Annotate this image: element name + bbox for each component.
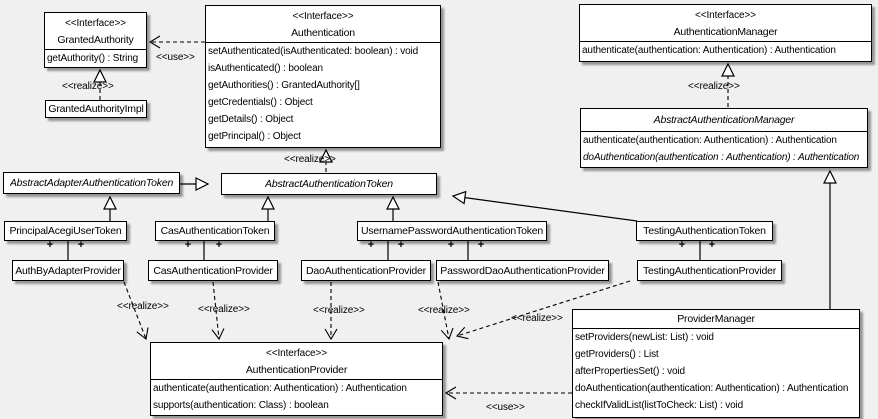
class-box-cas-authentication-provider: CasAuthenticationProvider [148, 260, 278, 281]
compartment-divider [45, 49, 146, 50]
class-name: AuthByAdapterProvider [15, 264, 121, 277]
method-label: authenticate(authentication: Authenticat… [583, 135, 837, 146]
class-name: Authentication [291, 27, 355, 39]
association-end-plus: + [708, 239, 716, 251]
method-label: getProviders() : List [575, 349, 659, 360]
edge-realize-authbyadapterprovider [123, 281, 149, 340]
stereotype-label: <<Interface>> [695, 10, 756, 21]
class-box-authentication-provider: <<Interface>> AuthenticationProvider aut… [150, 342, 443, 416]
use-stereotype-label: <<use>> [486, 402, 525, 413]
class-name: AbstractAdapterAuthenticationToken [9, 177, 174, 189]
edge-generalization-testingtoken-to-abstracttoken [451, 190, 638, 222]
class-name: TestingAuthenticationProvider [642, 264, 777, 277]
method-label: setProviders(newList: List) : void [575, 332, 714, 343]
method-label: doAuthentication(authentication: Authent… [575, 383, 849, 394]
realize-stereotype-label: <<realize>> [511, 313, 563, 324]
realize-stereotype-label: <<realize>> [688, 81, 740, 92]
method-label: checkIfValidList(listToCheck: List) : vo… [575, 400, 744, 411]
class-name: TestingAuthenticationToken [643, 225, 766, 237]
class-box-dao-authentication-provider: DaoAuthenticationProvider [301, 260, 431, 281]
association-end-plus: + [77, 239, 85, 251]
compartment-divider [151, 379, 442, 380]
method-label: getPrincipal() : Object [208, 131, 301, 142]
method-label: supports(authentication: Class) : boolea… [153, 400, 329, 411]
method-label: doAuthentication(authentication : Authen… [583, 152, 860, 163]
compartment-divider [573, 328, 859, 329]
method-label: getAuthority() : String [47, 53, 139, 64]
class-box-testing-authentication-provider: TestingAuthenticationProvider [637, 260, 782, 281]
class-box-abstract-adapter-authentication-token: AbstractAdapterAuthenticationToken [3, 172, 180, 194]
association-end-plus: + [397, 239, 405, 251]
class-name: UsernamePasswordAuthenticationToken [360, 225, 544, 237]
compartment-divider [581, 131, 867, 132]
class-box-authentication-manager: <<Interface>> AuthenticationManager auth… [579, 4, 872, 62]
compartment-divider [206, 42, 440, 43]
class-name: CasAuthenticationToken [160, 225, 270, 237]
class-box-abstract-authentication-token: AbstractAuthenticationToken [221, 173, 437, 195]
realize-stereotype-label: <<realize>> [62, 81, 114, 92]
class-box-auth-by-adapter-provider: AuthByAdapterProvider [12, 260, 124, 281]
class-box-password-dao-authentication-provider: PasswordDaoAuthenticationProvider [436, 260, 609, 281]
class-name: DaoAuthenticationProvider [306, 264, 426, 277]
stereotype-label: <<Interface>> [292, 11, 354, 22]
realize-stereotype-label: <<realize>> [418, 305, 470, 316]
class-name: GrantedAuthority [57, 34, 134, 46]
class-name: ProviderManager [677, 313, 755, 325]
class-box-abstract-authentication-manager: AbstractAuthenticationManager authentica… [580, 108, 868, 168]
association-end-plus: + [215, 239, 223, 251]
method-label: setAuthenticated(isAuthenticated: boolea… [208, 46, 419, 57]
class-name: AbstractAuthenticationManager [653, 114, 795, 126]
edge-realize-testingprovider [455, 280, 631, 340]
class-box-authentication: <<Interface>> Authentication setAuthenti… [205, 5, 441, 148]
class-name: AuthenticationProvider [245, 364, 348, 376]
class-box-provider-manager: ProviderManager setProviders(newList: Li… [572, 309, 860, 418]
association-end-plus: + [678, 239, 686, 251]
class-box-username-password-authentication-token: UsernamePasswordAuthenticationToken [357, 221, 547, 241]
class-box-granted-authority-impl: GrantedAuthorityImpl [45, 100, 147, 118]
class-name: PrincipalAcegiUserToken [9, 225, 122, 237]
compartment-divider [580, 41, 871, 42]
method-label: getDetails() : Object [208, 114, 294, 125]
class-box-granted-authority: <<Interface>> GrantedAuthority getAuthor… [44, 12, 147, 68]
class-name: CasAuthenticationProvider [153, 264, 273, 277]
realize-stereotype-label: <<realize>> [117, 301, 169, 312]
association-end-plus: + [447, 239, 455, 251]
edge-realize-casprovider [211, 281, 225, 341]
realize-stereotype-label: <<realize>> [313, 305, 365, 316]
class-box-cas-authentication-token: CasAuthenticationToken [155, 221, 275, 241]
method-label: isAuthenticated() : boolean [208, 63, 323, 74]
method-label: getCredentials() : Object [208, 97, 313, 108]
method-label: authenticate(authentication: Authenticat… [582, 45, 836, 56]
association-end-plus: + [184, 239, 192, 251]
stereotype-label: <<Interface>> [65, 18, 126, 29]
association-end-plus: + [367, 239, 375, 251]
class-name: PasswordDaoAuthenticationProvider [440, 264, 605, 277]
association-end-plus: + [46, 239, 54, 251]
realize-stereotype-label: <<realize>> [198, 304, 250, 315]
realize-stereotype-label: <<realize>> [284, 154, 336, 165]
method-label: authenticate(authentication: Authenticat… [153, 383, 407, 394]
class-box-principal-acegi-user-token: PrincipalAcegiUserToken [4, 221, 127, 241]
edge-realize-passworddaoprovider [437, 281, 454, 341]
method-label: getAuthorities() : GrantedAuthority[] [208, 80, 360, 91]
association-end-plus: + [477, 239, 485, 251]
class-name: AbstractAuthenticationToken [265, 178, 393, 190]
method-label: afterPropertiesSet() : void [575, 366, 685, 377]
use-stereotype-label: <<use>> [156, 52, 195, 63]
class-box-testing-authentication-token: TestingAuthenticationToken [636, 221, 773, 241]
stereotype-label: <<Interface>> [266, 348, 327, 359]
class-name: GrantedAuthorityImpl [48, 103, 144, 115]
class-name: AuthenticationManager [673, 26, 778, 38]
